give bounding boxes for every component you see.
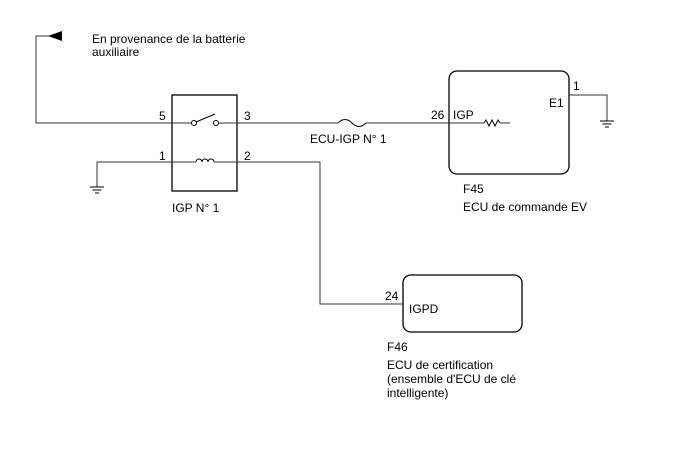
relay-contact-right [213,120,219,126]
ecu-ev-resistor [449,118,510,128]
relay-pin-5: 5 [159,109,166,123]
resistor-icon [483,118,501,128]
ecu-ev-ground [569,94,614,128]
relay-name: IGP N° 1 [172,201,220,215]
ecu-ev-terminal-gnd: E1 [549,96,564,110]
source-label-line1: En provenance de la batterie [92,32,246,46]
relay-contact-left [191,120,197,126]
ecu-ev-pin-gnd: 1 [573,79,580,93]
fuse-name: ECU-IGP N° 1 [310,132,387,146]
relay-ground [90,161,172,194]
ecu-ev-connector: F45 [463,182,484,196]
ecu-cert-name-line3: intelligente) [387,386,448,400]
ecu-cert-terminal-in: IGPD [409,302,439,316]
battery-source-wire [35,31,172,124]
ecu-cert-box [402,274,523,333]
ecu-ev-pin-in: 26 [431,108,445,122]
wire-relay-to-ecu-cert [237,161,403,305]
ecu-ev-terminal-in: IGP [453,108,474,122]
relay-switch-blade [195,113,216,123]
ecu-cert-name-line1: ECU de certification [387,358,493,372]
relay-igp-1 [171,94,238,192]
relay-pin-1: 1 [159,149,166,163]
ecu-cert-pin-in: 24 [385,289,399,303]
source-label-line2: auxiliaire [92,45,140,59]
relay-pin-3: 3 [244,109,251,123]
source-arrow-icon [48,31,62,41]
relay-pin-2: 2 [244,149,251,163]
ecu-cert-connector: F46 [387,340,408,354]
relay-coil-icon [195,158,215,163]
ecu-cert-name-line2: (ensemble d'ECU de clé [387,372,516,386]
ecu-ev-name: ECU de commande EV [463,200,587,214]
fuse-icon [337,119,367,127]
